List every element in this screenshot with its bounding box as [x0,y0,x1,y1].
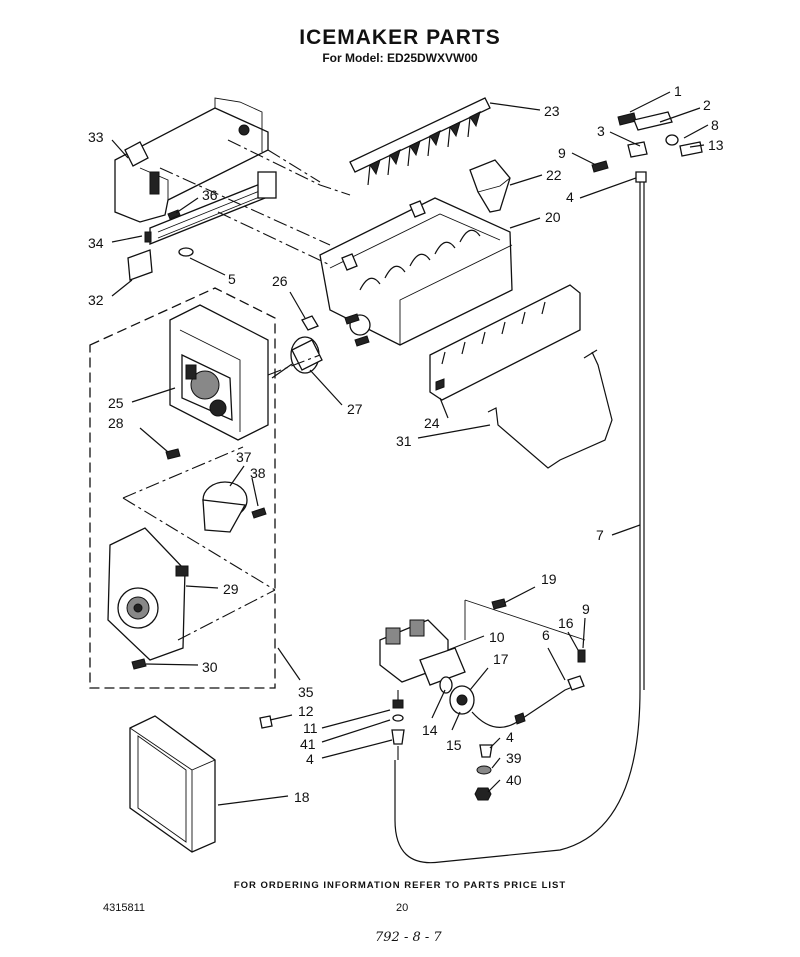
callout-4c: 4 [506,729,514,745]
page-number: 20 [396,902,409,914]
part-ejector-shaft [349,97,491,186]
callout-11: 11 [303,720,318,736]
callout-40: 40 [506,772,522,788]
callout-8: 8 [711,117,719,133]
callout-25: 25 [108,395,124,411]
callout-23: 23 [544,103,560,119]
alignment-line-thermostat [267,354,321,376]
callout-5: 5 [228,271,236,287]
alignment-lines-motor [122,446,276,641]
part-upper-fittings [591,111,703,183]
callout-12: 12 [298,703,314,719]
callout-3: 3 [597,123,605,139]
callout-labels: 1 2 3 8 13 9 23 22 4 20 33 36 34 5 32 26… [88,83,724,805]
callout-4b: 4 [306,751,314,767]
callout-14: 14 [422,722,438,738]
callout-9b: 9 [582,601,590,617]
part-shutoff-arm [487,349,613,469]
callout-15: 15 [446,737,462,753]
part-foam-block [129,715,216,853]
callout-28: 28 [108,415,124,431]
part-ice-mold [319,197,513,347]
part-motor [202,481,267,533]
part-thermostat [271,315,323,379]
part-stripper [429,284,581,401]
callout-39: 39 [506,750,522,766]
alignment-lines-upper [159,139,351,266]
callout-36: 36 [202,187,218,203]
callout-18: 18 [294,789,310,805]
callout-1: 1 [674,83,682,99]
callout-19: 19 [541,571,557,587]
part-fill-cup [469,159,511,213]
handwritten-note: 792 - 8 - 7 [375,930,442,945]
page-title: ICEMAKER PARTS [299,26,501,49]
part-mounting-plate [107,448,189,670]
callout-4a: 4 [566,189,574,205]
callout-leader-lines [111,91,709,806]
callout-13: 13 [708,137,724,153]
part-water-valve [259,598,586,801]
part-control-housing [169,304,269,441]
part-bracket-assembly [114,97,277,281]
callout-26: 26 [272,273,288,289]
callout-27: 27 [347,401,363,417]
callout-24: 24 [424,415,440,431]
callout-32: 32 [88,292,104,308]
callout-7: 7 [596,527,604,543]
callout-22: 22 [546,167,562,183]
callout-41: 41 [300,736,316,752]
ordering-note: FOR ORDERING INFORMATION REFER TO PARTS … [233,880,567,891]
callout-35: 35 [298,684,314,700]
callout-2: 2 [703,97,711,113]
control-assembly-boundary [89,287,276,689]
callout-16: 16 [558,615,574,631]
callout-17: 17 [493,651,509,667]
callout-6: 6 [542,627,550,643]
callout-31: 31 [396,433,412,449]
callout-37: 37 [236,449,252,465]
callout-38: 38 [250,465,266,481]
part-water-line [394,180,641,864]
callout-34: 34 [88,235,104,251]
document-number: 4315811 [103,902,146,914]
callout-9a: 9 [558,145,566,161]
callout-29: 29 [223,581,239,597]
model-subtitle: For Model: ED25DWXVW00 [322,51,478,65]
callout-33: 33 [88,129,104,145]
callout-20: 20 [545,209,561,225]
callout-10: 10 [489,629,505,645]
callout-30: 30 [202,659,218,675]
